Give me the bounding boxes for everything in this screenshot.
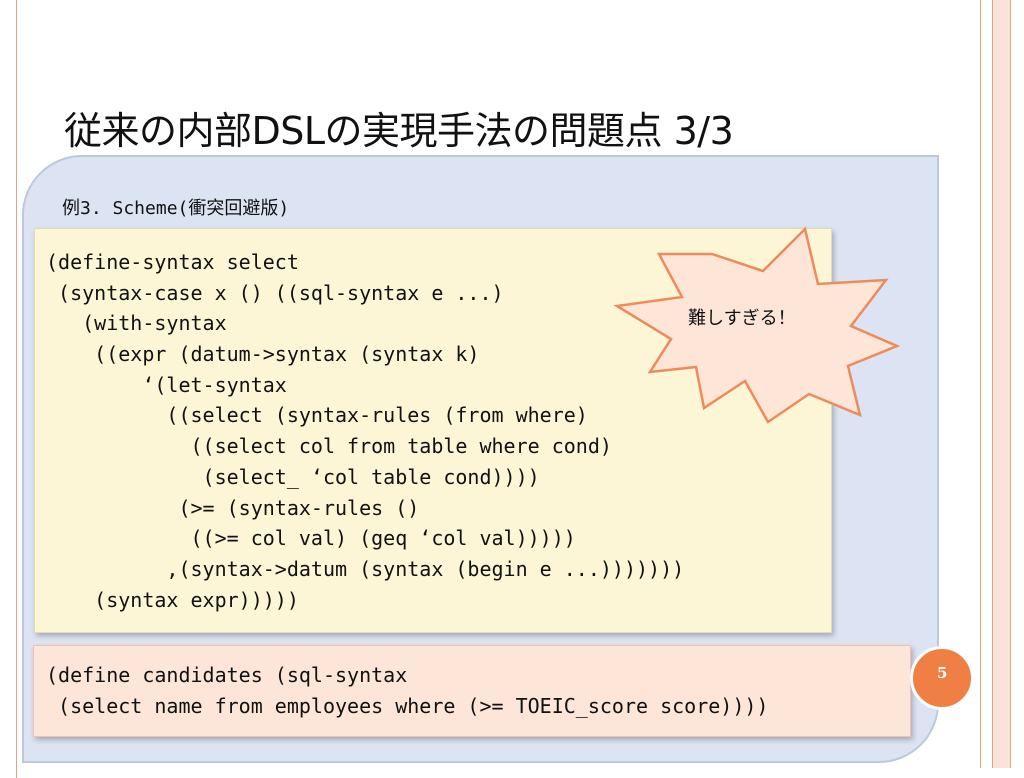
right-decorative-stripe bbox=[1010, 0, 1011, 768]
right-decorative-stripe-fill bbox=[992, 0, 1010, 768]
page-number: 5 bbox=[937, 664, 948, 682]
code-line: ((expr (datum->syntax (syntax k) bbox=[46, 342, 480, 367]
callout-text: 難しすぎる！ bbox=[688, 308, 796, 329]
slide-title: 従来の内部DSLの実現手法の問題点 3/3 bbox=[64, 109, 734, 153]
code-line: (>= (syntax-rules () bbox=[46, 495, 420, 520]
code-line: (with-syntax bbox=[46, 311, 227, 336]
code-box: (define-syntax select (syntax-case x () … bbox=[34, 228, 832, 633]
example-heading: 例3. Scheme(衝突回避版) bbox=[62, 198, 290, 219]
code-line: ((select col from table where cond) bbox=[46, 434, 612, 459]
page-number-badge bbox=[910, 646, 974, 710]
code-line: ‘(let-syntax bbox=[46, 372, 287, 397]
usage-code-line: (select name from employees where (>= TO… bbox=[46, 693, 769, 718]
explosion-callout-shape bbox=[613, 226, 901, 424]
code-line: (syntax-case x () ((sql-syntax e ...) bbox=[46, 280, 504, 305]
code-line: (syntax expr))))) bbox=[46, 587, 299, 612]
code-line: (define-syntax select bbox=[46, 250, 299, 274]
right-decorative-stripe bbox=[980, 0, 981, 768]
usage-code-box: (define candidates (sql-syntax (select n… bbox=[33, 645, 911, 737]
usage-code-line: (define candidates (sql-syntax bbox=[46, 663, 408, 687]
code-line: ,(syntax->datum (syntax (begin e ...))))… bbox=[46, 556, 685, 581]
code-line: (select_ ‘col table cond)))) bbox=[46, 464, 540, 489]
code-line: ((select (syntax-rules (from where) bbox=[46, 403, 588, 428]
code-line: ((>= col val) (geq ‘col val))))) bbox=[46, 526, 576, 551]
right-decorative-stripe bbox=[992, 0, 993, 768]
